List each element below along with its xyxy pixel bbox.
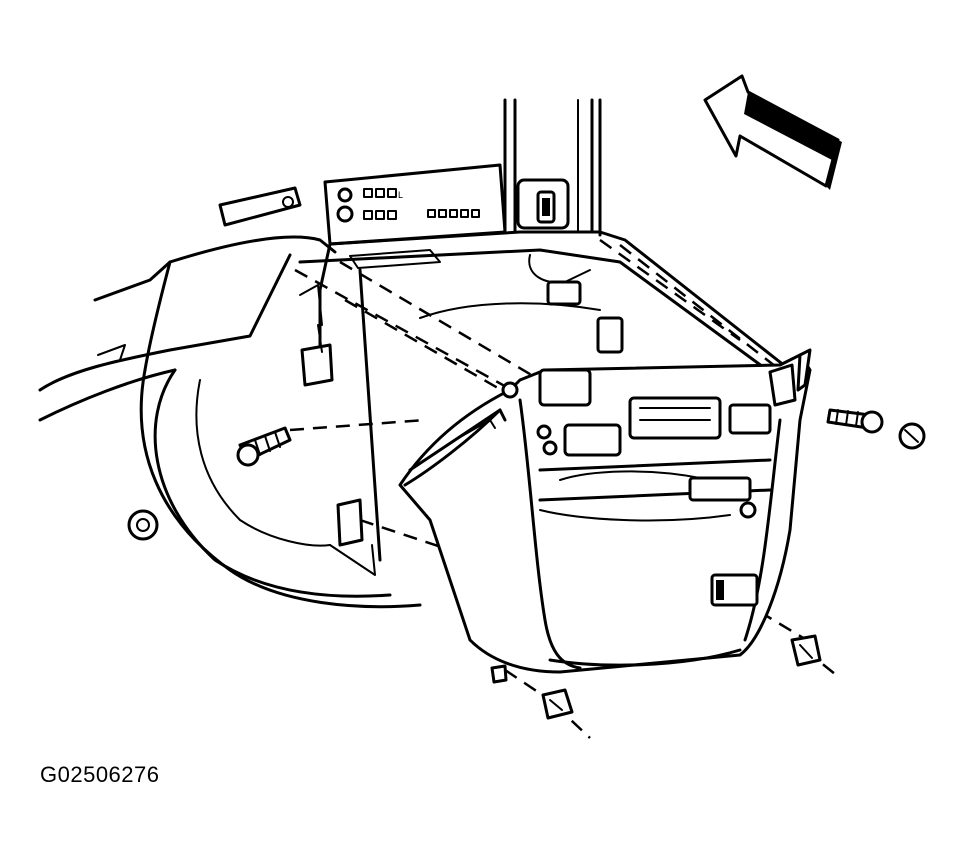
instrument-panel-body — [38, 235, 422, 609]
clip-icon — [490, 664, 508, 684]
clip-icon — [790, 634, 822, 667]
left-bracket — [299, 284, 376, 576]
left-vent-bezel — [218, 186, 302, 227]
knee-bolster-panel — [398, 348, 812, 674]
screw-icon — [236, 426, 292, 467]
steering-column-area — [503, 98, 602, 237]
figure-id-label: G02506276 — [40, 762, 160, 787]
nut-icon — [898, 422, 926, 450]
arrow-icon — [703, 74, 842, 190]
screw-icon — [826, 408, 884, 434]
instrument-cluster-panel: L — [323, 163, 507, 246]
clip-icon — [541, 688, 574, 720]
indicator-row-1-suffix: L — [398, 190, 403, 200]
nut-icon — [127, 509, 159, 541]
knee-bolster-opening — [298, 230, 792, 562]
